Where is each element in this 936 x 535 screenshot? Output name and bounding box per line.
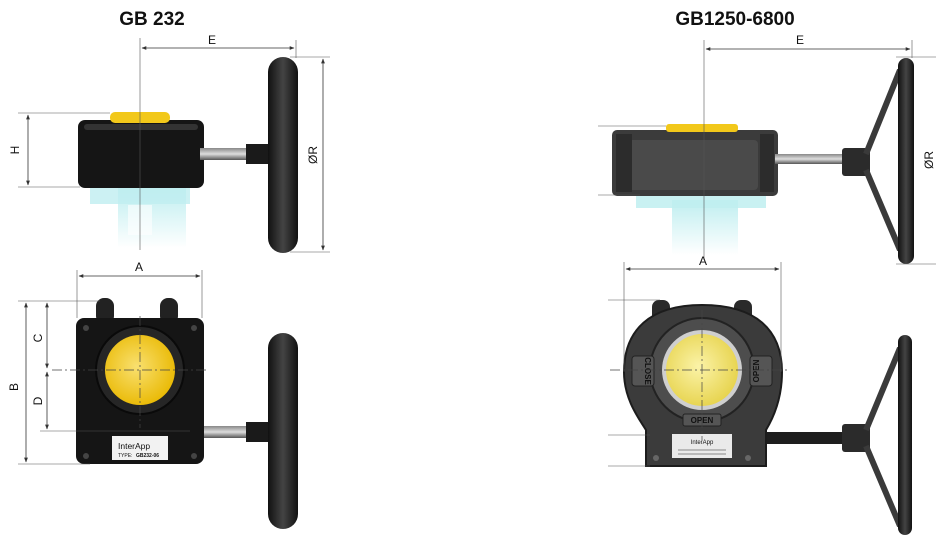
dimension-a-label: A bbox=[135, 260, 143, 274]
handwheel-hub bbox=[842, 424, 870, 452]
handwheel-rim bbox=[898, 335, 912, 535]
handwheel-rim bbox=[898, 58, 914, 264]
gb232-top-view: InterApp TYPE: GB232-06 bbox=[76, 298, 298, 529]
housing-label-close: CLOSE bbox=[643, 357, 652, 385]
mounting-lug-right bbox=[160, 298, 178, 324]
handwheel-rim bbox=[268, 57, 298, 253]
input-shaft bbox=[200, 148, 248, 160]
input-shaft bbox=[757, 432, 847, 444]
nameplate bbox=[112, 436, 168, 460]
handwheel-hub bbox=[842, 148, 870, 176]
gb1250-side-view bbox=[612, 58, 914, 264]
gb1250-top-view: CLOSE OPEN OPEN InterApp bbox=[622, 300, 912, 535]
dimension-d-label: D bbox=[31, 396, 45, 405]
housing-label-open: OPEN bbox=[752, 359, 761, 382]
handwheel-spoke bbox=[863, 346, 903, 432]
handwheel-hub bbox=[246, 422, 268, 442]
nameplate-type-value: GB232-06 bbox=[136, 453, 159, 459]
dimension-b-label: B bbox=[7, 383, 21, 391]
dimension-a-label: A bbox=[699, 254, 707, 268]
dimension-r-label: ØR bbox=[306, 146, 320, 164]
position-indicator-cap bbox=[666, 124, 738, 132]
input-shaft bbox=[775, 154, 843, 164]
valve-neck bbox=[672, 200, 738, 255]
nameplate-brand: InterApp bbox=[691, 440, 714, 446]
dimension-r-label: ØR bbox=[922, 151, 936, 169]
title-gb-232: GB 232 bbox=[119, 9, 184, 30]
handwheel-spoke bbox=[863, 68, 903, 156]
input-shaft bbox=[190, 426, 260, 438]
gearbox-body bbox=[78, 120, 204, 188]
title-gb1250-6800: GB1250-6800 bbox=[675, 9, 794, 30]
nameplate-type-label: TYPE: bbox=[118, 453, 132, 459]
nameplate-brand: InterApp bbox=[118, 441, 150, 451]
dimension-e-label: E bbox=[796, 33, 804, 47]
dimension-h-label: H bbox=[8, 146, 22, 155]
mounting-lug-left bbox=[96, 298, 114, 324]
dimension-e-label: E bbox=[208, 33, 216, 47]
handwheel-hub bbox=[246, 144, 268, 164]
gb232-side-view bbox=[78, 57, 298, 253]
handwheel-rim bbox=[268, 333, 298, 529]
handwheel-spoke bbox=[863, 444, 903, 528]
dimension-c-label: C bbox=[31, 333, 45, 342]
handwheel-spoke bbox=[863, 168, 903, 252]
